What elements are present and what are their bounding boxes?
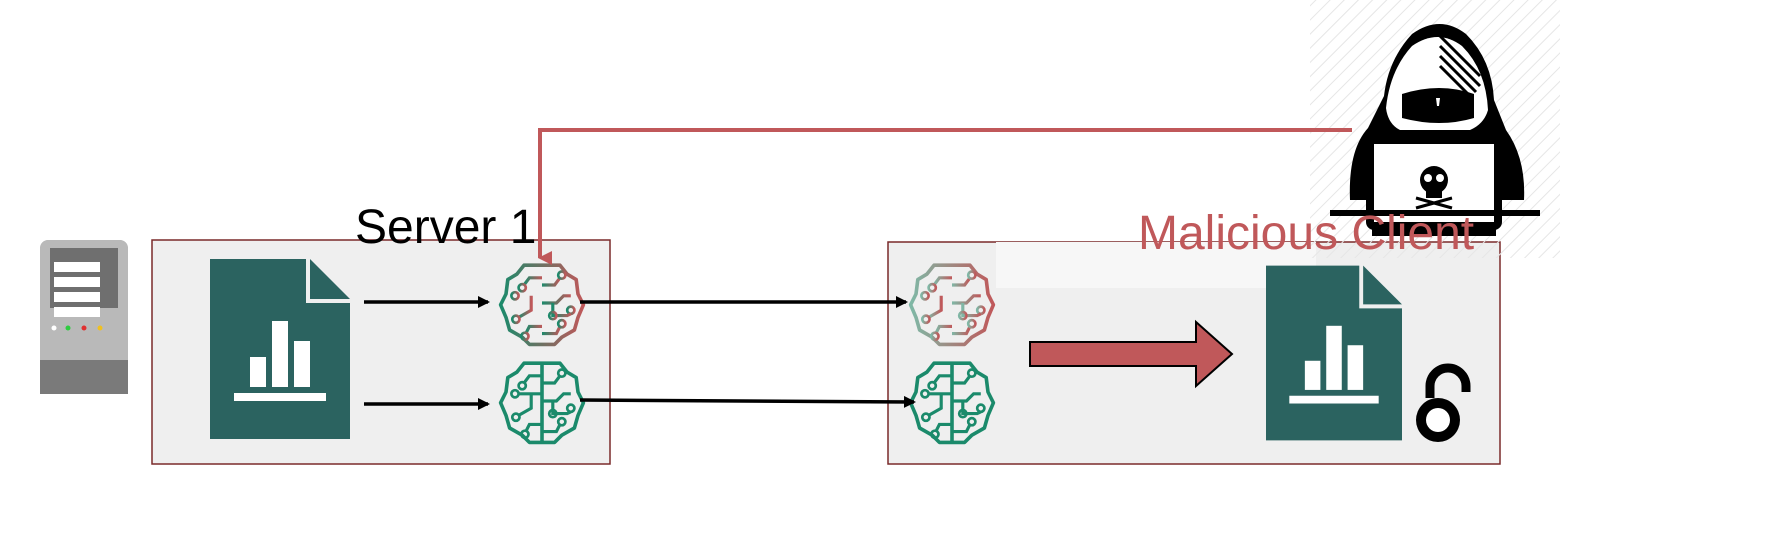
reconstruction-arrow <box>1029 319 1234 389</box>
poisoning-path <box>538 128 1352 265</box>
hooded-hacker-icon <box>1330 24 1540 236</box>
server-rack-icon <box>40 240 128 394</box>
benign-model-to-client-arrow <box>579 395 916 408</box>
server-report-document-icon <box>210 259 350 439</box>
skull-icon <box>1415 166 1453 210</box>
client-reconstructed-document-icon <box>1266 265 1402 441</box>
unlocked-padlock-icon <box>1416 363 1471 442</box>
server-title: Server 1 <box>355 201 537 254</box>
malicious-client-title: Malicious Client <box>1138 207 1475 260</box>
client-panel-highlight <box>996 242 1316 288</box>
